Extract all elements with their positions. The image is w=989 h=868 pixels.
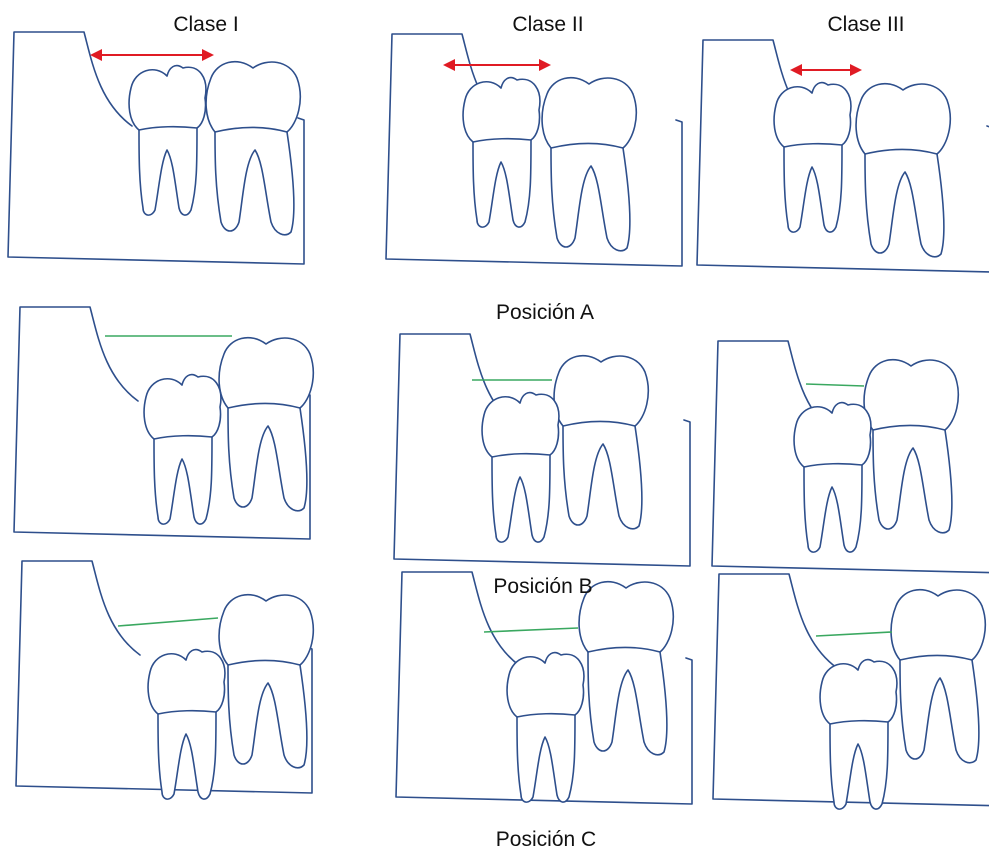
space-arrow-clase-1 (90, 49, 214, 61)
clase-2-label: Clase II (512, 14, 583, 35)
third-molar-b-3 (820, 660, 897, 810)
occlusal-line-b-3 (816, 632, 892, 636)
posicion-b-label: Posición B (493, 576, 592, 597)
space-arrow-clase-3 (790, 64, 862, 76)
second-molar-a-2 (554, 356, 648, 529)
posicion-c-label: Posición C (496, 829, 596, 850)
posicion-a-label: Posición A (496, 302, 594, 323)
second-molar-b-3 (891, 590, 985, 763)
second-molar-a-1 (219, 338, 313, 511)
occlusal-line-b-1 (118, 618, 218, 626)
clase-3-label: Clase III (827, 14, 904, 35)
occlusal-line-a-3 (806, 384, 864, 386)
third-molar-b-2 (507, 653, 584, 803)
second-molar-clase-3 (856, 84, 950, 257)
third-molar-clase-3 (774, 83, 851, 233)
occlusal-line-b-2 (484, 628, 578, 632)
second-molar-clase-1 (206, 62, 300, 235)
jaw-clase-2 (386, 34, 682, 266)
third-molar-b-1 (148, 650, 225, 800)
third-molar-a-3 (794, 403, 871, 553)
second-molar-b-2 (579, 582, 673, 755)
jaw-clase-3 (697, 40, 989, 272)
third-molar-a-1 (144, 375, 221, 525)
clase-1-label: Clase I (173, 14, 238, 35)
second-molar-a-3 (864, 360, 958, 533)
second-molar-b-1 (219, 595, 313, 768)
third-molar-clase-2 (463, 78, 540, 228)
second-molar-clase-2 (542, 78, 636, 251)
third-molar-clase-1 (129, 66, 206, 216)
third-molar-a-2 (482, 393, 559, 543)
space-arrow-clase-2 (443, 59, 551, 71)
